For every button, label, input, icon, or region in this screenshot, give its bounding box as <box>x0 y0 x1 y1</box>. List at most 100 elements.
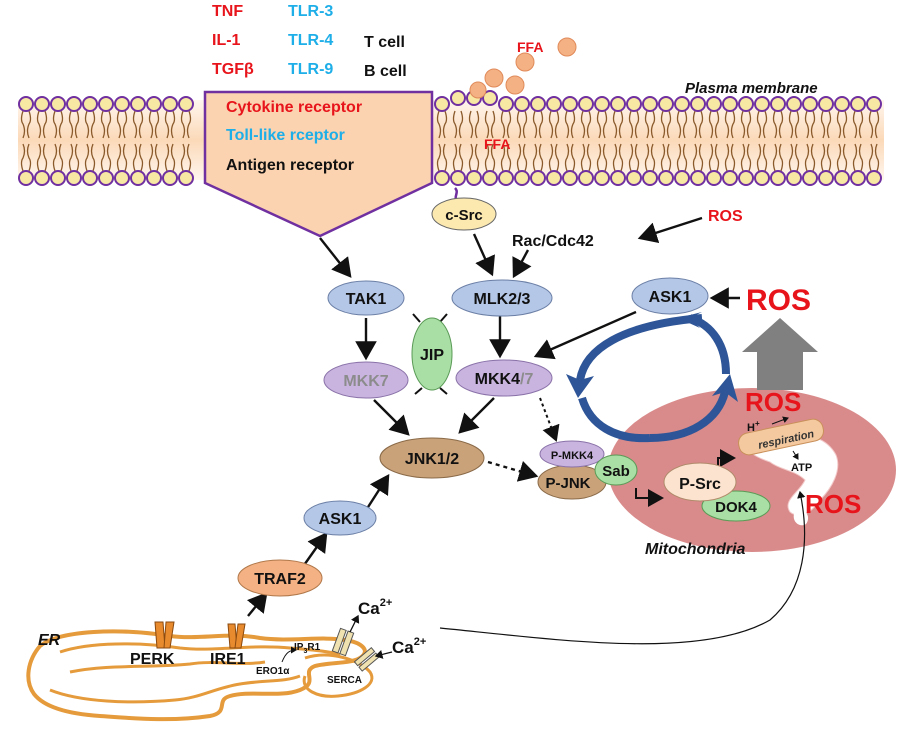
lipid-tail <box>500 143 506 172</box>
lipid-head <box>178 170 194 186</box>
lipid-head <box>754 170 770 186</box>
lipid-tail <box>804 110 810 139</box>
cycle-arc-left-upper <box>576 314 703 381</box>
lipid-tail <box>772 110 778 139</box>
lipid-head <box>738 96 754 112</box>
lipid-tail <box>436 143 442 172</box>
tak1-label: TAK1 <box>346 291 387 308</box>
lipid-head <box>482 90 498 106</box>
h-plus-label: H+ <box>747 419 760 434</box>
arrow-jnk-pjnk-dotted <box>487 460 539 482</box>
lipid-tail <box>730 110 736 139</box>
cycle-arrowhead-top <box>678 312 702 328</box>
lipid-head <box>610 96 626 112</box>
lipid-tail <box>42 110 48 139</box>
lipid-head <box>450 170 466 186</box>
lipid-tail <box>148 110 154 139</box>
lipid-head <box>594 96 610 112</box>
lipid-tail <box>506 110 512 139</box>
lipid-tail <box>26 143 32 172</box>
lipid-tail <box>532 110 538 139</box>
lipid-tail <box>538 143 544 172</box>
ros-mito-lower: ROS <box>805 489 861 519</box>
lipid-tail <box>90 110 96 139</box>
lipid-tail <box>874 143 880 172</box>
lipid-tail <box>810 110 816 139</box>
c-src-label: c-Src <box>445 207 483 224</box>
lipid-tail <box>868 143 874 172</box>
ask1-lower-node: ASK1 <box>303 500 377 536</box>
jnk-label: JNK1/2 <box>405 451 459 468</box>
p-src-node: P-Src <box>663 462 737 502</box>
lipid-tail <box>820 143 826 172</box>
lipid-tail <box>618 143 624 172</box>
lipid-tail <box>730 143 736 172</box>
cycle-arc-right-upper <box>688 314 730 375</box>
lipid-tail <box>740 110 746 139</box>
lipid-tail <box>612 110 618 139</box>
ffa-outside-label: FFA <box>517 39 543 55</box>
lipid-head <box>658 96 674 112</box>
lipid-head <box>690 170 706 186</box>
ligand-tlr3: TLR-3 <box>288 3 333 20</box>
arrow-ask1-mkk4 <box>533 310 637 360</box>
lipid-head <box>738 170 754 186</box>
lipid-head <box>130 96 146 112</box>
lipid-head <box>50 96 66 112</box>
lipid-tail <box>548 143 554 172</box>
lipid-head <box>658 170 674 186</box>
arrow-traf2-ask1 <box>301 532 328 569</box>
lipid-tail <box>474 143 480 172</box>
lipid-tail <box>532 143 538 172</box>
lipid-tail <box>788 110 794 139</box>
ligand-tnf: TNF <box>212 3 243 20</box>
arrow-mkk4-pmkk4-dotted <box>539 397 560 442</box>
lipid-tail <box>154 143 160 172</box>
ros-cycle <box>566 312 738 443</box>
lipid-head <box>786 170 802 186</box>
ask1-upper-label: ASK1 <box>649 289 692 306</box>
lipid-head <box>514 96 530 112</box>
ip3r1-channel-icon <box>331 627 355 657</box>
p-src-label: P-Src <box>679 476 721 493</box>
lipid-tail <box>570 143 576 172</box>
lipid-head <box>722 96 738 112</box>
arrow-mkk4-jnk <box>458 397 495 434</box>
lipid-head <box>178 96 194 112</box>
lipid-tail <box>452 143 458 172</box>
lipid-head <box>530 96 546 112</box>
lipid-tail <box>52 143 58 172</box>
traf2-label: TRAF2 <box>254 571 306 588</box>
lipid-tail <box>778 143 784 172</box>
lipid-tail <box>660 110 666 139</box>
lipid-head <box>818 170 834 186</box>
lipid-head <box>834 170 850 186</box>
arrow-sab-psrc <box>635 488 664 507</box>
lipid-head <box>50 170 66 186</box>
ligand-tlr9: TLR-9 <box>288 61 333 78</box>
lipid-tail <box>490 110 496 139</box>
ros-top-label: ROS <box>708 208 743 225</box>
jnk-node: JNK1/2 <box>379 437 485 479</box>
lipid-tail <box>100 110 106 139</box>
lipid-head <box>66 96 82 112</box>
mkk7-label: MKK7 <box>343 373 388 390</box>
lipid-tail <box>820 110 826 139</box>
lipid-head <box>98 170 114 186</box>
lipid-head <box>706 96 722 112</box>
lipid-tail <box>756 110 762 139</box>
lipid-tail <box>170 143 176 172</box>
p-jnk-label: P-JNK <box>545 475 590 492</box>
lipid-tail <box>442 143 448 172</box>
lipid-tail <box>138 143 144 172</box>
lipid-tail <box>666 143 672 172</box>
ask1-upper-node: ASK1 <box>631 277 709 315</box>
lipid-head <box>34 96 50 112</box>
lipid-tail <box>858 110 864 139</box>
lipid-head <box>642 170 658 186</box>
lipid-tail <box>180 143 186 172</box>
lipid-tail <box>714 110 720 139</box>
lipid-head <box>514 170 530 186</box>
ligand-tlr4: TLR-4 <box>288 32 333 49</box>
